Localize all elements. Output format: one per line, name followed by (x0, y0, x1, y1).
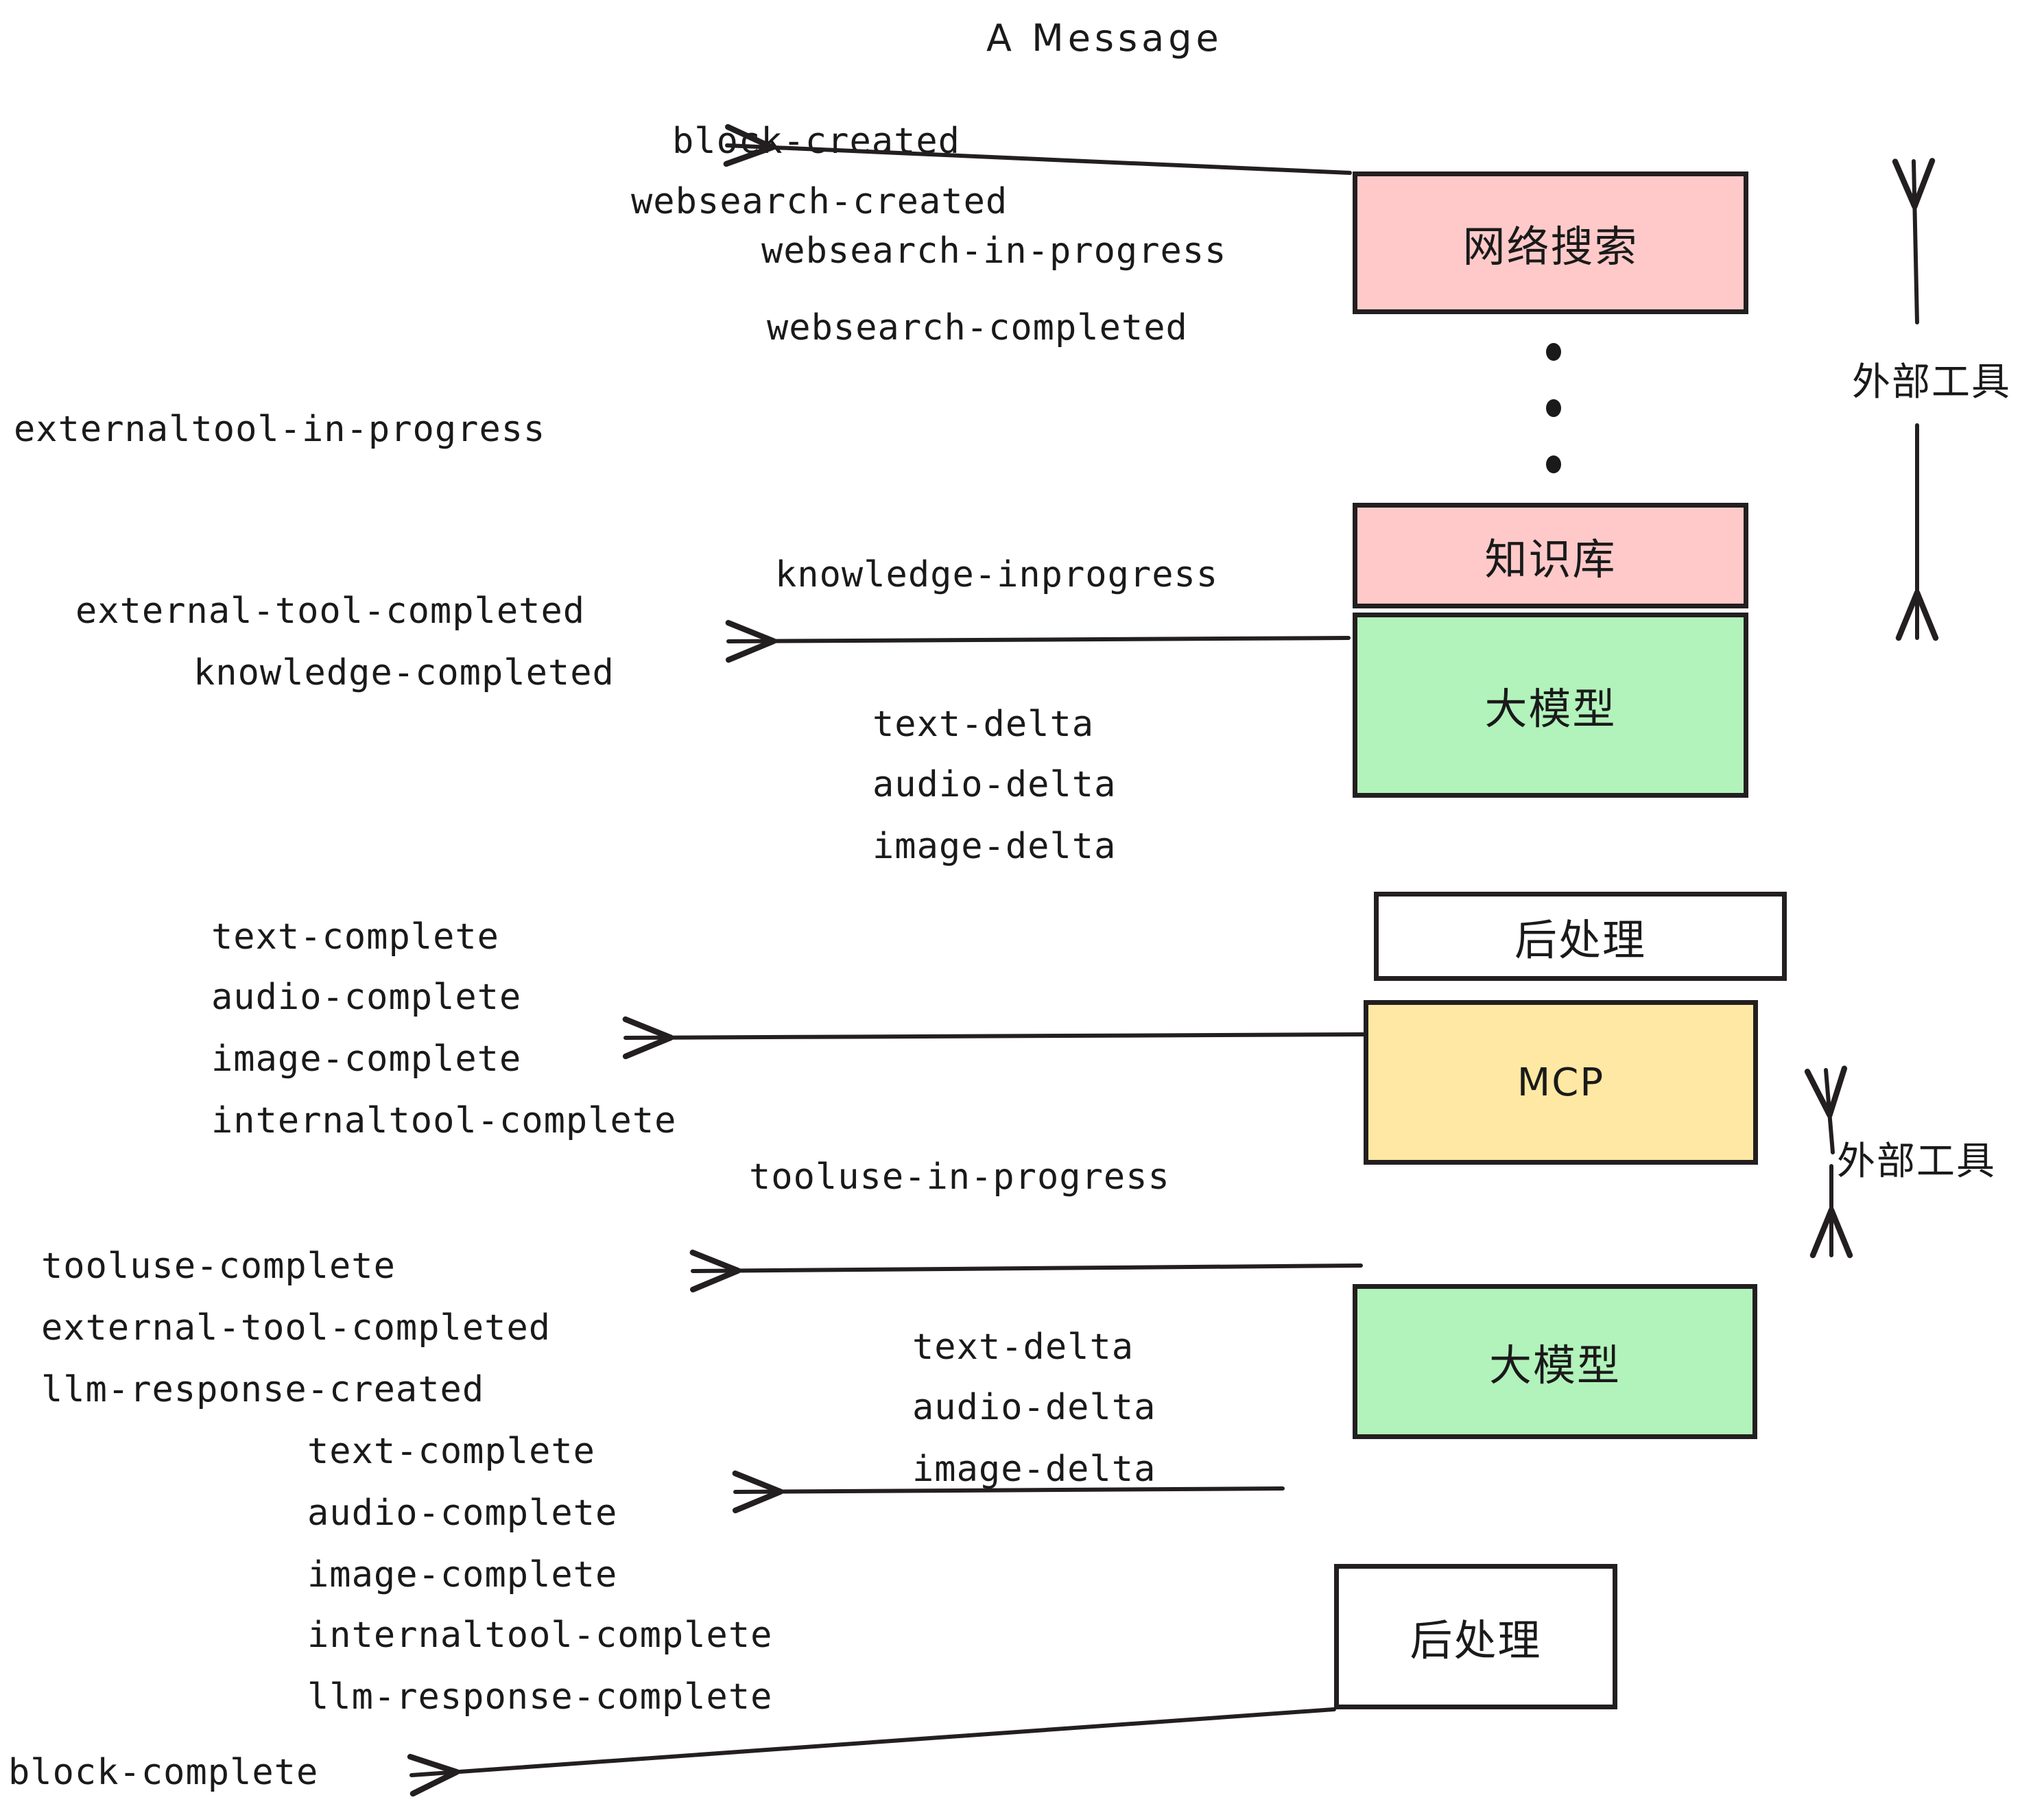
node-box-postprocess2[interactable]: 后处理 (1334, 1564, 1617, 1709)
event-label-block-created: block-created (672, 121, 960, 162)
event-label-knowledge-completed: knowledge-completed (193, 652, 615, 693)
event-label-image-complete-1: image-complete (211, 1039, 522, 1080)
ellipsis-dot (1546, 399, 1561, 417)
vertical-ellipsis-icon (1545, 343, 1562, 473)
event-label-internaltool-complete-2: internaltool-complete (307, 1615, 773, 1656)
event-label-websearch-created: websearch-created (631, 181, 1008, 222)
node-box-websearch[interactable]: 网络搜索 (1353, 171, 1748, 314)
event-label-image-delta-2: image-delta (912, 1449, 1156, 1490)
event-label-audio-delta-2: audio-delta (912, 1387, 1156, 1428)
event-label-audio-delta-1: audio-delta (872, 764, 1117, 805)
event-label-image-complete-2: image-complete (307, 1554, 618, 1595)
arrow-external-tools-bottom-up (1804, 1065, 1848, 1154)
event-label-externaltool-in-progress: externaltool-in-progress (14, 409, 546, 450)
event-label-external-tool-completed-1: external-tool-completed (75, 591, 586, 632)
event-label-llm-response-created: llm-response-created (41, 1369, 485, 1410)
arrow-external-tools-top-up (1892, 158, 1936, 324)
event-label-block-complete: block-complete (8, 1752, 319, 1793)
event-label-audio-complete-1: audio-complete (211, 977, 522, 1018)
arrow-mcp-to-toolusecomplete (689, 1249, 1363, 1293)
event-label-audio-complete-2: audio-complete (307, 1493, 618, 1534)
event-label-websearch-completed: websearch-completed (767, 307, 1188, 348)
ellipsis-dot (1546, 343, 1561, 361)
event-label-external-tool-completed-2: external-tool-completed (41, 1307, 551, 1349)
event-label-websearch-in-progress: websearch-in-progress (761, 230, 1227, 272)
event-label-text-complete-2: text-complete (307, 1431, 595, 1472)
side-label-external-tools-bottom: 外部工具 (1837, 1139, 1996, 1184)
arrow-postprocess-to-imagecomplete (622, 1016, 1367, 1060)
event-label-llm-response-complete: llm-response-complete (307, 1676, 773, 1718)
event-label-text-delta-1: text-delta (872, 704, 1095, 745)
side-label-external-tools-top: 外部工具 (1852, 360, 2011, 405)
node-box-postprocess1[interactable]: 后处理 (1374, 892, 1787, 981)
ellipsis-dot (1546, 455, 1561, 473)
node-box-llm1[interactable]: 大模型 (1353, 613, 1748, 798)
node-box-llm2[interactable]: 大模型 (1353, 1284, 1757, 1439)
event-label-text-delta-2: text-delta (912, 1327, 1134, 1368)
event-label-knowledge-inprogress: knowledge-inprogress (775, 554, 1219, 595)
event-label-tooluse-in-progress: tooluse-in-progress (749, 1156, 1170, 1198)
page-title: A Message (986, 16, 1223, 60)
arrow-knowledge-to-knowledgecompleted (725, 619, 1351, 663)
node-box-mcp[interactable]: MCP (1364, 1000, 1758, 1165)
event-label-tooluse-complete: tooluse-complete (41, 1246, 396, 1287)
arrow-postprocess2-to-blockcomplete (407, 1707, 1336, 1797)
event-label-internaltool-complete-1: internaltool-complete (211, 1100, 677, 1141)
event-label-text-complete-1: text-complete (211, 916, 499, 958)
node-box-knowledge[interactable]: 知识库 (1353, 503, 1748, 608)
event-label-image-delta-1: image-delta (872, 826, 1117, 867)
